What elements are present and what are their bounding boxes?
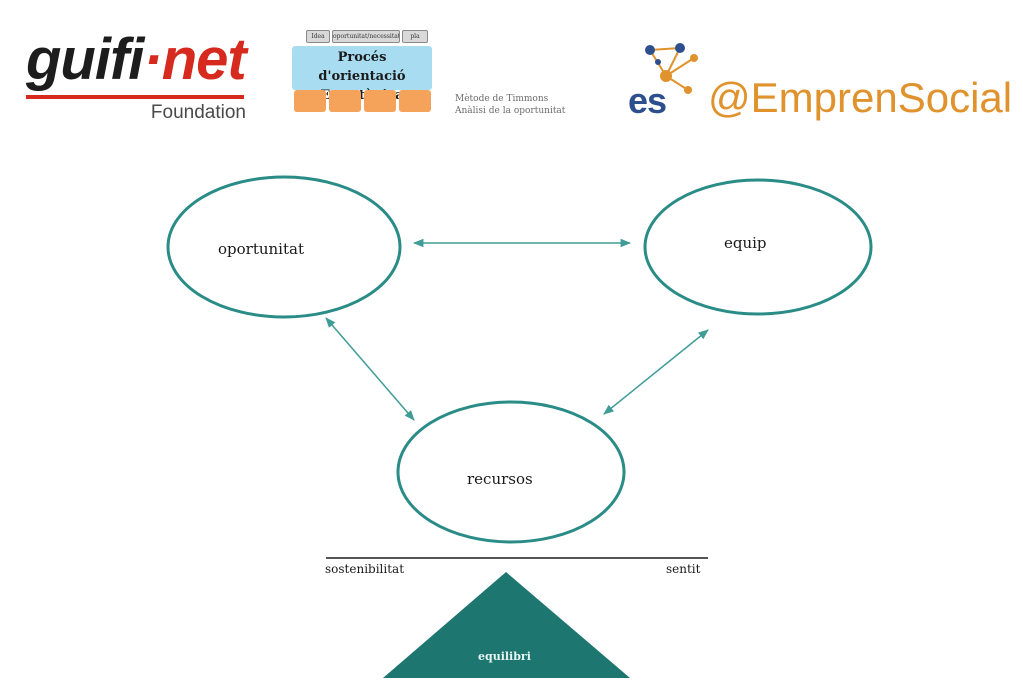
resources-label: recursos [467, 470, 533, 488]
guifi-logo-underline [26, 95, 244, 99]
process-step-box [364, 90, 396, 112]
opportunity-label: oportunitat [218, 240, 304, 258]
timmons-method-caption: Mètode de Timmons Anàlisi de la oportuni… [455, 94, 566, 116]
opportunity-ellipse [166, 175, 402, 319]
sustainability-label: sostenibilitat [325, 562, 405, 576]
resources-ellipse [396, 400, 626, 544]
guifi-net-logo: guifi·net Foundation [22, 28, 254, 128]
process-title-band [292, 46, 432, 90]
process-tab-idea: Idea [306, 30, 330, 43]
meaning-label: sentit [666, 562, 701, 576]
fulcrum-triangle [383, 572, 630, 678]
balance-label: equilibri [478, 650, 531, 663]
process-orientation-logo: Idea oportunitat/necessitat pla Procés d… [292, 28, 434, 114]
guifi-foundation-label: Foundation [150, 102, 246, 123]
process-step-box [329, 90, 361, 112]
guifi-net-wordmark: guifi·net [26, 27, 247, 92]
process-step-box [399, 90, 431, 112]
network-nodes-icon [645, 43, 698, 94]
team-ellipse [643, 178, 873, 316]
process-tabs: Idea oportunitat/necessitat pla [292, 28, 432, 43]
opportunity-resources-arrow [325, 317, 415, 421]
emprensocial-es-letters: es [628, 80, 667, 121]
team-label: equip [724, 234, 767, 252]
team-resources-arrow [603, 329, 709, 415]
emprensocial-handle: @EmprenSocial [708, 74, 1013, 121]
process-tab-opportunity: oportunitat/necessitat [332, 30, 400, 43]
process-step-box [294, 90, 326, 112]
process-tab-plan: pla [402, 30, 428, 43]
emprensocial-logo: es @EmprenSocial [628, 36, 1023, 121]
